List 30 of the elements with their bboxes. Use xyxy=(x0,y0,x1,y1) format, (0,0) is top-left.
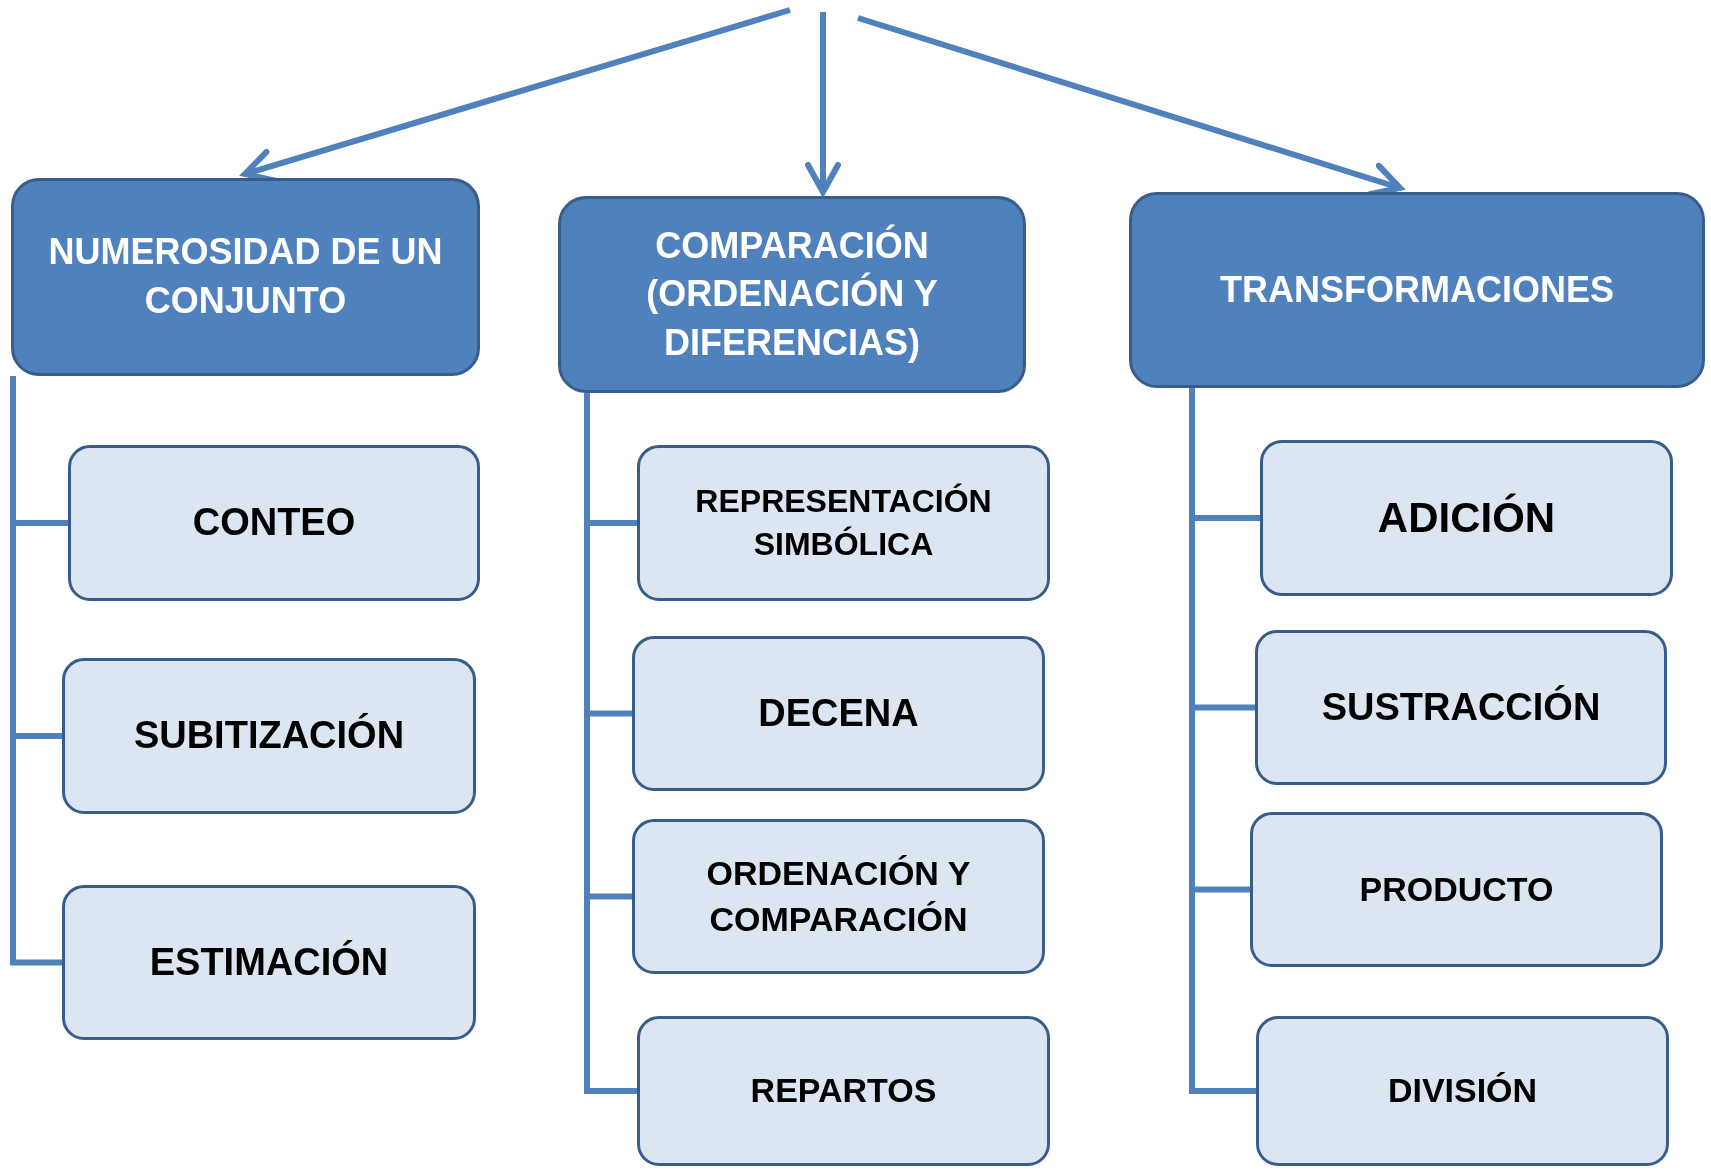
topic-label: SUBITIZACIÓN xyxy=(133,712,405,759)
arrow xyxy=(805,12,841,195)
topic-box xyxy=(1250,812,1663,967)
topic-label: SUSTRACCIÓN xyxy=(1321,684,1601,730)
topic-box xyxy=(632,636,1045,791)
topic-label: CONTEO xyxy=(192,500,356,546)
topic-box xyxy=(637,1016,1050,1166)
topic-label: PRODUCTO xyxy=(1359,868,1554,910)
topic-box xyxy=(62,885,476,1040)
topic-label: REPARTOS xyxy=(750,1070,937,1112)
topic-box xyxy=(68,445,480,601)
category-box xyxy=(11,178,480,376)
topic-label: ORDENACIÓN Y COMPARACIÓN xyxy=(705,852,972,940)
topic-label: ADICIÓN xyxy=(1377,492,1556,543)
topic-label: REPRESENTACIÓN SIMBÓLICA xyxy=(694,481,993,564)
category-box xyxy=(1129,192,1705,388)
topic-box xyxy=(1256,1016,1669,1166)
topic-box xyxy=(62,658,476,814)
topic-box xyxy=(632,819,1045,974)
topic-box xyxy=(637,445,1050,601)
topic-label: ESTIMACIÓN xyxy=(149,939,389,985)
category-title: NUMEROSIDAD DE UN CONJUNTO xyxy=(47,230,444,323)
category-box xyxy=(558,196,1026,393)
topic-label: DECENA xyxy=(758,690,919,736)
topic-box xyxy=(1260,440,1673,596)
category-title: TRANSFORMACIONES xyxy=(1220,267,1614,312)
category-title: COMPARACIÓN (ORDENACIÓN Y DIFERENCIAS) xyxy=(645,223,939,365)
topic-box xyxy=(1255,630,1667,785)
connector-line xyxy=(10,376,62,966)
topic-label: DIVISIÓN xyxy=(1387,1070,1538,1112)
